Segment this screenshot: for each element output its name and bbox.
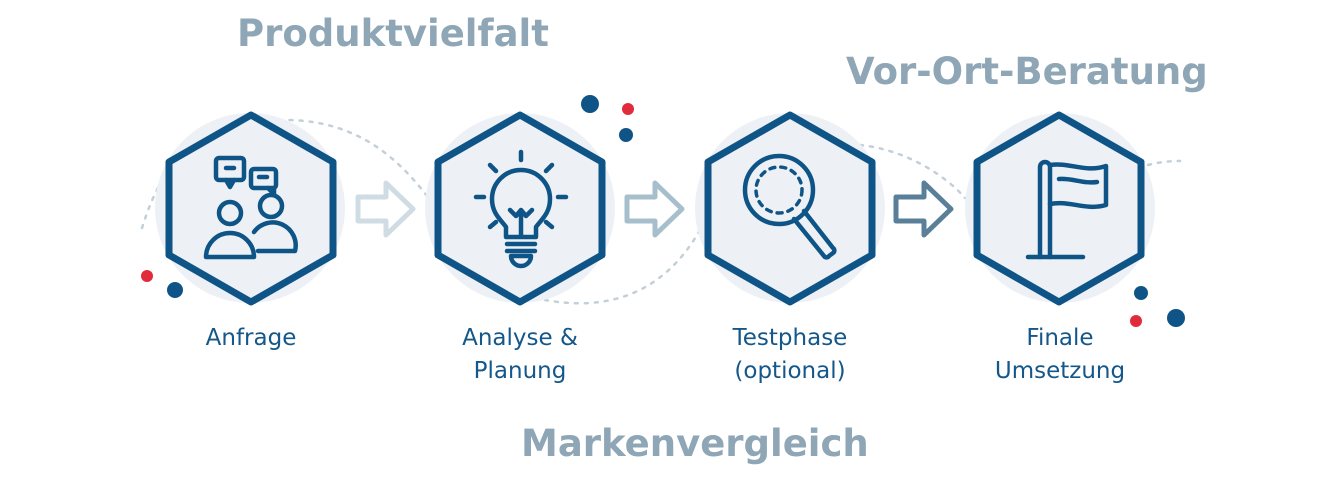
step-label: Anfrage [206, 325, 297, 351]
dotted-path [543, 228, 702, 305]
arrow-right-icon [893, 180, 954, 238]
step-label: Planung [474, 358, 567, 384]
arrow-right-icon [624, 180, 685, 238]
magnifier-icon [742, 153, 837, 260]
step-label: Finale [1026, 325, 1093, 351]
title-produktvielfalt: Produktvielfalt [237, 12, 549, 55]
step-anfrage [155, 111, 345, 306]
step-finale-umsetzung [965, 111, 1155, 306]
arrow-right-icon [355, 180, 416, 238]
step-label: Testphase [732, 325, 848, 351]
step-label: Analyse & [462, 325, 578, 351]
title-markenvergleich: Markenvergleich [521, 422, 869, 465]
lightbulb-icon [473, 149, 569, 269]
decorative-dots [141, 95, 1185, 327]
step-testphase [695, 111, 885, 306]
step-label: Umsetzung [995, 358, 1125, 384]
flag-icon [1025, 159, 1109, 260]
step-analyse-planung [425, 111, 615, 306]
step-label: (optional) [734, 358, 845, 384]
people-chat-icon [203, 155, 298, 260]
dotted-path [1146, 159, 1182, 167]
dotted-path [858, 143, 967, 200]
title-vor-ort-beratung: Vor-Ort-Beratung [846, 50, 1208, 93]
